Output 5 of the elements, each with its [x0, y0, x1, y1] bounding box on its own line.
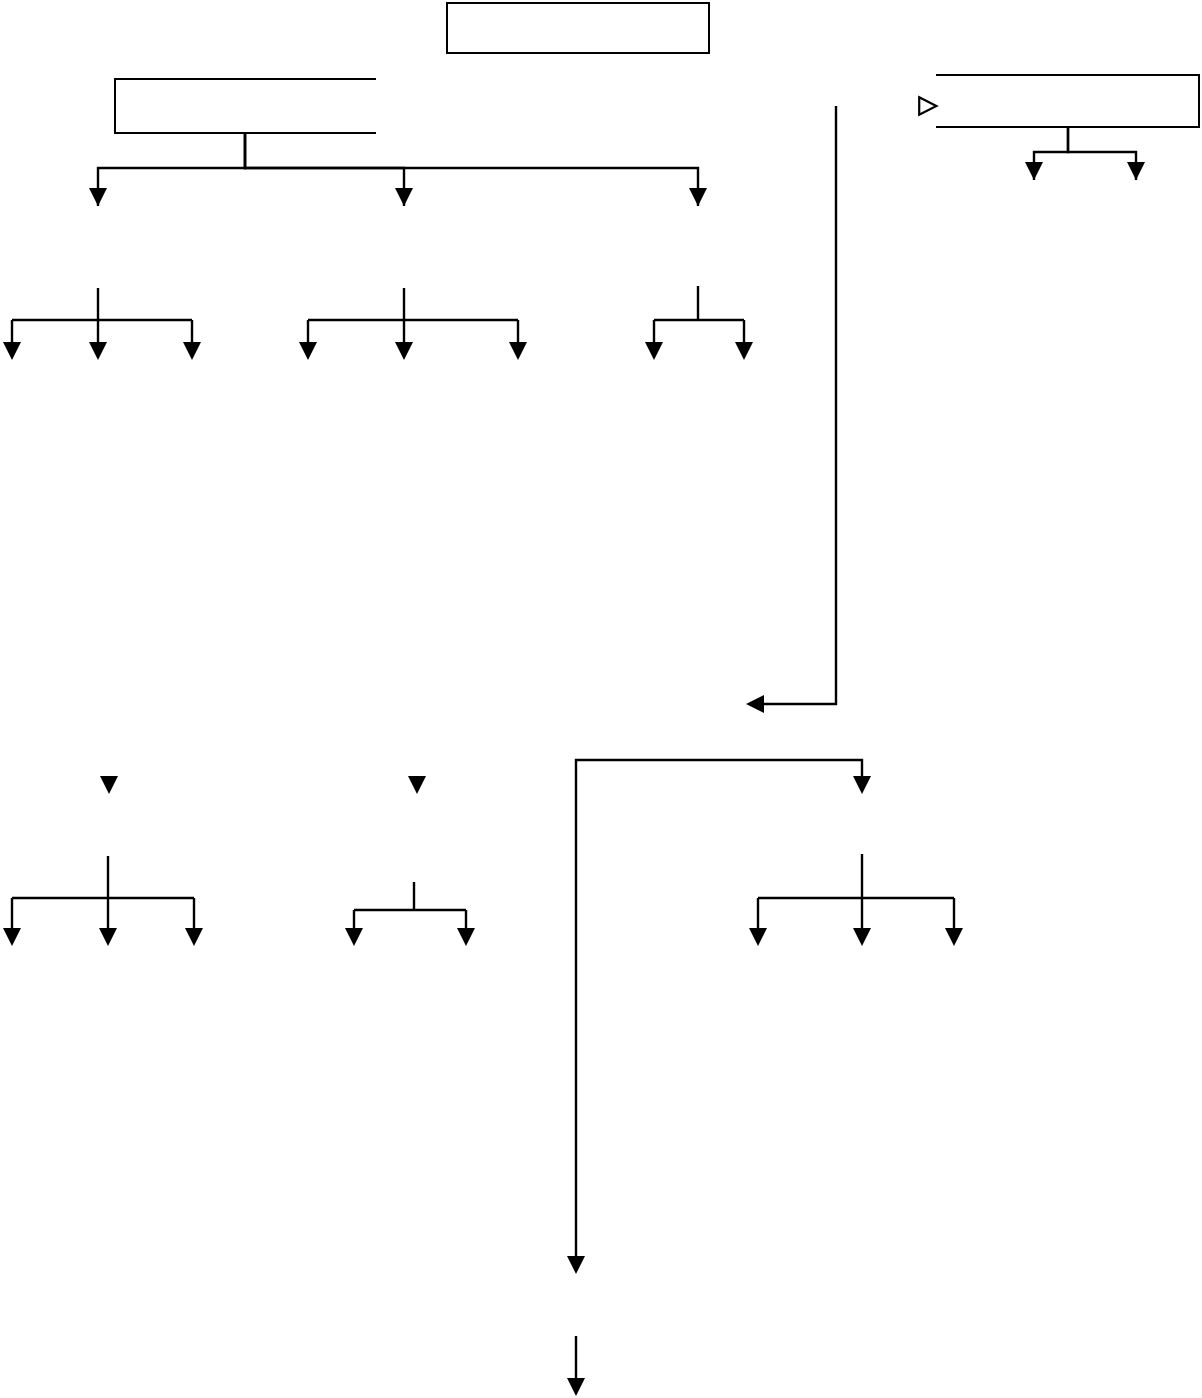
arrow	[1066, 128, 1145, 180]
blank-box	[936, 74, 1200, 128]
blank-box	[114, 78, 376, 134]
blank-box	[446, 2, 710, 54]
arrow	[243, 134, 707, 206]
